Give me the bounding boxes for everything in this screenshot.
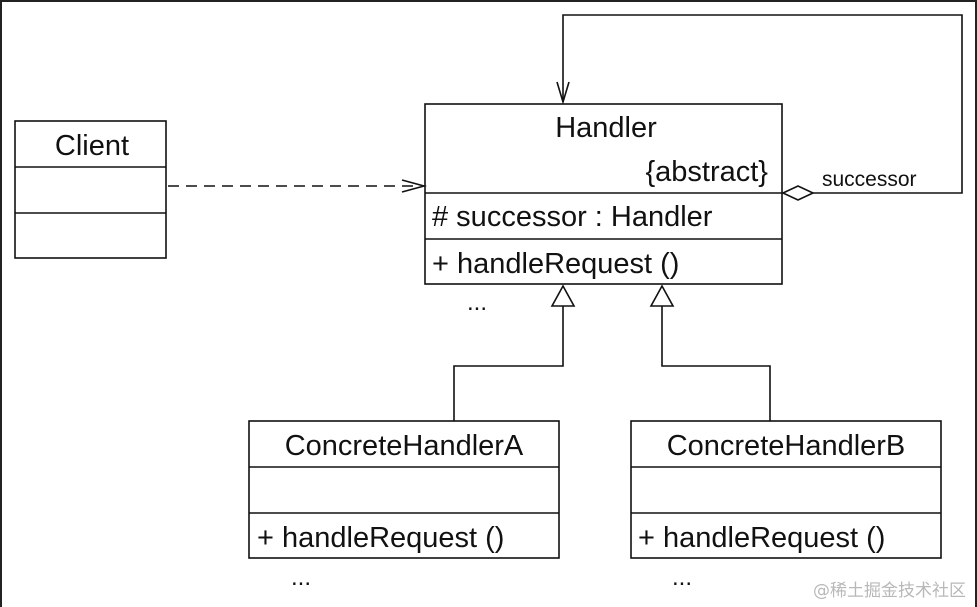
generalization-b-line xyxy=(661,306,771,421)
concrete-handler-b-name: ConcreteHandlerB xyxy=(667,430,906,462)
generalization-b xyxy=(649,284,771,421)
handler-ellipsis: ... xyxy=(467,289,487,316)
concrete-handler-a-operation: + handleRequest () xyxy=(257,522,504,554)
dependency-arrowhead xyxy=(401,179,428,193)
successor-association: successor xyxy=(556,14,963,201)
concrete-handler-a-box xyxy=(248,420,560,559)
handler-class[interactable]: Handler {abstract} # successor : Handler… xyxy=(424,103,783,285)
watermark-text: @稀土掘金技术社区 xyxy=(813,581,966,601)
concrete-handler-a-ellipsis: ... xyxy=(291,564,311,591)
generalization-a-line xyxy=(453,306,564,421)
concrete-handler-b-ellipsis: ... xyxy=(672,564,692,591)
successor-arrowhead xyxy=(556,81,570,105)
generalization-a xyxy=(453,284,576,421)
aggregation-diamond xyxy=(781,185,815,201)
handler-operation: + handleRequest () xyxy=(432,248,679,280)
concrete-handler-a-class[interactable]: ConcreteHandlerA + handleRequest () xyxy=(248,420,560,559)
concrete-handler-a-name: ConcreteHandlerA xyxy=(285,430,524,462)
concrete-handler-b-box xyxy=(630,420,942,559)
concrete-handler-b-class[interactable]: ConcreteHandlerB + handleRequest () xyxy=(630,420,942,559)
handler-class-box xyxy=(424,103,783,285)
generalization-a-triangle xyxy=(550,284,576,307)
handler-class-name: Handler xyxy=(555,112,657,144)
successor-role-label: successor xyxy=(822,168,917,191)
handler-stereotype: {abstract} xyxy=(645,156,768,188)
successor-association-line xyxy=(562,14,963,194)
client-class[interactable]: Client xyxy=(14,120,167,259)
handler-attribute: # successor : Handler xyxy=(432,201,713,233)
generalization-b-triangle xyxy=(649,284,675,307)
concrete-handler-b-operation: + handleRequest () xyxy=(638,522,885,554)
client-handler-dependency xyxy=(168,179,428,193)
client-class-box xyxy=(14,120,167,259)
client-class-name: Client xyxy=(55,130,129,162)
